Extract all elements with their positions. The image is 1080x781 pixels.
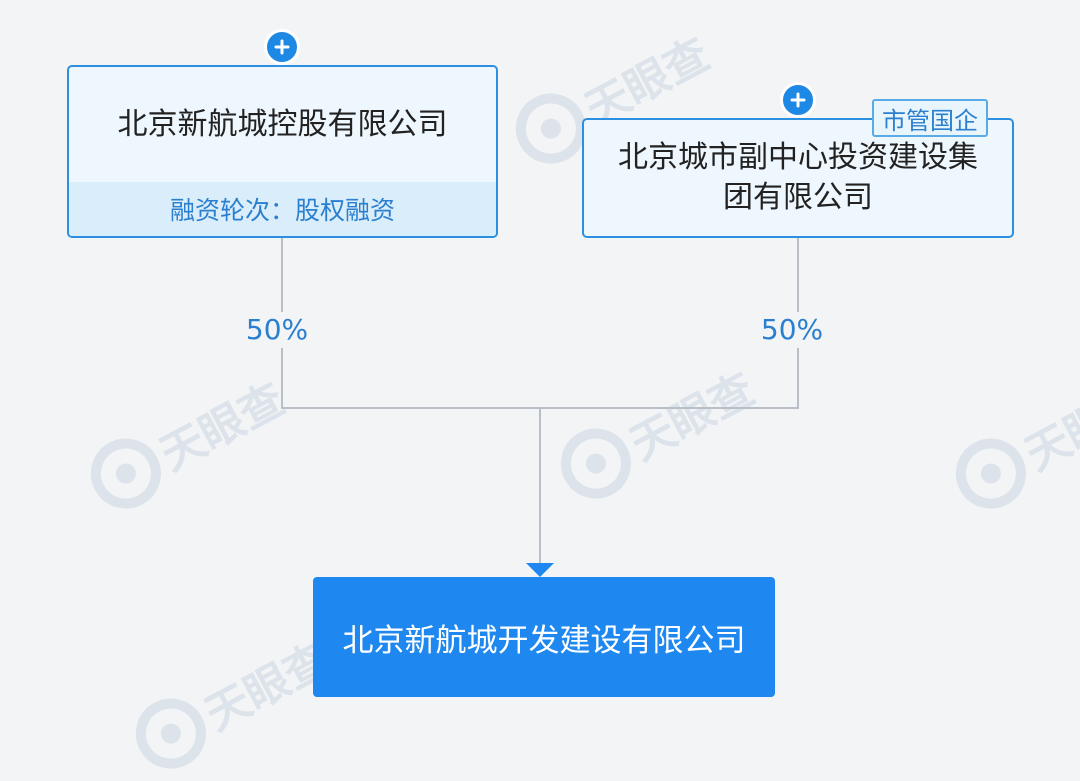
shareholding-percentage-left: 50% [227,312,327,348]
shareholder-name-line1: 北京城市副中心投资建设集 [618,140,978,175]
target-company-card[interactable]: 北京新航城开发建设有限公司 [313,577,775,697]
arrow-head-icon [526,563,554,577]
expand-button-left[interactable] [264,29,300,65]
state-owned-enterprise-tag: 市管国企 [872,99,988,137]
plus-icon [790,92,806,108]
connector-right [540,238,799,409]
expand-button-right[interactable] [780,82,816,118]
connector-left [281,238,540,409]
shareholder-name-line2: 团有限公司 [723,180,873,215]
shareholder-name: 北京新航城控股有限公司 [117,106,448,142]
shareholder-card-sub-center-investment[interactable]: 北京城市副中心投资建设集 团有限公司 [582,118,1014,238]
shareholder-card-xinhangcheng-holding[interactable]: 北京新航城控股有限公司 融资轮次：股权融资 [67,65,498,238]
shareholding-percentage-right: 50% [742,312,842,348]
plus-icon [274,39,290,55]
financing-round: 融资轮次：股权融资 [69,182,496,236]
connector-lines [281,238,799,577]
shareholder-name: 北京城市副中心投资建设集 团有限公司 [584,120,1012,236]
